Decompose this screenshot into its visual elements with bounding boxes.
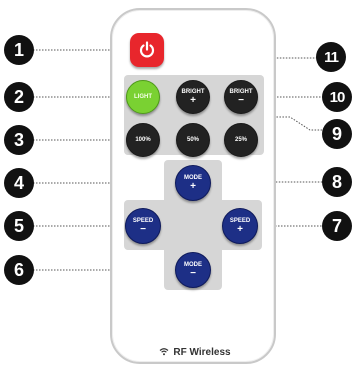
- bright-down-button[interactable]: BRIGHT −: [224, 80, 258, 114]
- bright-up-button[interactable]: BRIGHT +: [176, 80, 210, 114]
- mode-up-label: MODE: [184, 174, 202, 181]
- plus-sign: +: [190, 94, 196, 106]
- wifi-icon: [159, 347, 169, 358]
- callout-8: 8: [322, 167, 352, 197]
- bright-down-label: BRIGHT: [229, 88, 253, 95]
- brightness-100-button[interactable]: 100%: [126, 123, 160, 157]
- callout-2: 2: [4, 82, 34, 112]
- mode-down-button[interactable]: MODE −: [175, 252, 211, 288]
- brightness-25-button[interactable]: 25%: [224, 123, 258, 157]
- callout-11: 11: [316, 42, 346, 72]
- minus-sign: −: [190, 267, 196, 279]
- brand-text: RF Wireless: [173, 347, 231, 358]
- mode-up-button[interactable]: MODE +: [175, 165, 211, 201]
- callout-4: 4: [4, 168, 34, 198]
- speed-up-button[interactable]: SPEED +: [222, 208, 258, 244]
- leader-line-9: [199, 116, 326, 131]
- brightness-100-label: 100%: [135, 137, 151, 143]
- callout-10: 10: [322, 82, 352, 112]
- callout-7: 7: [322, 211, 352, 241]
- power-button[interactable]: [130, 33, 164, 67]
- minus-sign: −: [140, 223, 146, 235]
- callout-5: 5: [4, 211, 34, 241]
- callout-3: 3: [4, 125, 34, 155]
- power-icon: [139, 41, 155, 58]
- light-button-label: LIGHT: [134, 94, 152, 100]
- speed-down-button[interactable]: SPEED −: [125, 208, 161, 244]
- speed-down-label: SPEED: [132, 217, 154, 224]
- brand-label: RF Wireless: [145, 347, 245, 358]
- brightness-50-label: 50%: [186, 137, 199, 143]
- leader-line-8: [239, 154, 326, 183]
- light-button[interactable]: LIGHT: [126, 80, 160, 114]
- callout-1: 1: [4, 35, 34, 65]
- minus-sign: −: [238, 94, 244, 106]
- callout-9: 9: [322, 119, 352, 149]
- speed-up-label: SPEED: [229, 217, 251, 224]
- callout-6: 6: [4, 255, 34, 285]
- mode-down-label: MODE: [184, 261, 202, 268]
- brightness-50-button[interactable]: 50%: [176, 123, 210, 157]
- plus-sign: +: [190, 180, 196, 192]
- plus-sign: +: [237, 223, 243, 235]
- bright-up-label: BRIGHT: [181, 88, 205, 95]
- brightness-25-label: 25%: [234, 137, 247, 143]
